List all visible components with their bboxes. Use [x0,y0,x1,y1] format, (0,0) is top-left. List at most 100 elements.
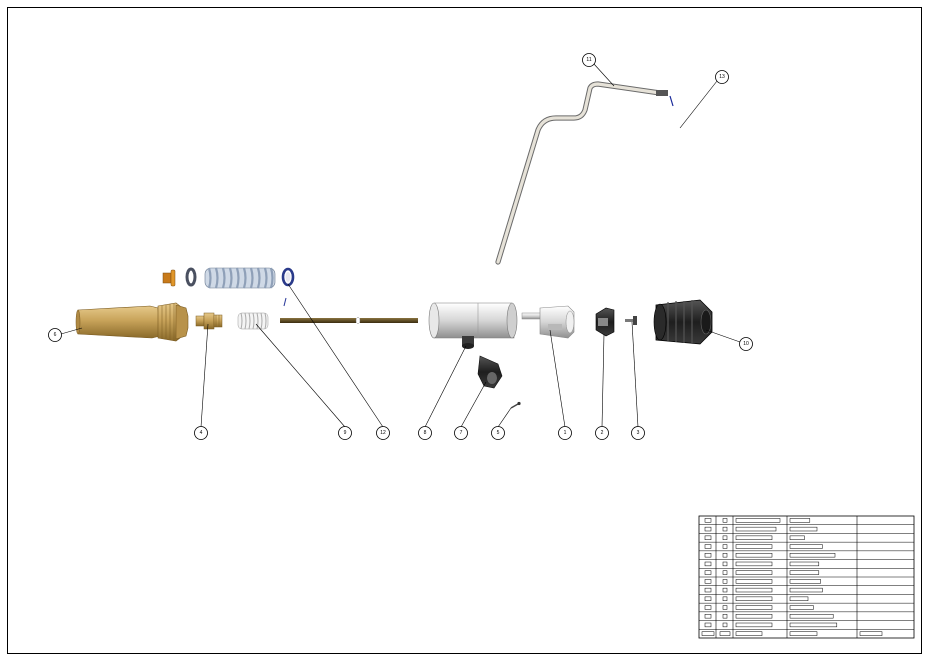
parts-list-material-cell [789,622,838,628]
callout-part-4: 4 [194,426,208,440]
exploded-parts [75,81,713,409]
parts-list-description-cell [735,544,773,549]
svg-text:5: 5 [497,430,500,436]
parts-list-description-cell [735,553,773,558]
parts-list-table [698,515,915,639]
parts-list-item-cell [704,622,712,628]
svg-text:2: 2 [601,430,604,436]
callout-part-9: 9 [338,426,352,440]
parts-list-description-cell [735,535,773,540]
callout-part-8: 8 [418,426,432,440]
parts-list-item-cell [704,570,712,575]
copper-fitting [162,269,176,287]
parts-list-description-cell [735,587,773,593]
parts-list-material-cell [789,561,820,567]
parts-list-description-cell [735,518,781,523]
parts-list-material-cell [789,605,814,610]
parts-list-item-cell [704,526,712,532]
parts-list-item-cell [704,605,712,610]
parts-list-qty-cell [722,561,728,567]
parts-list-qty-cell [722,553,728,558]
small-screw [625,316,637,325]
parts-list-qty-cell [722,596,728,601]
svg-text:3: 3 [637,430,640,436]
parts-list-description-cell [735,579,773,584]
parts-list-description-cell [735,614,773,619]
callout-part-6: 6 [48,328,62,342]
svg-text:6: 6 [54,332,57,338]
parts-list-item-cell [701,631,715,636]
parts-list-material-cell [789,570,820,575]
tiny-screw [510,401,521,409]
callout-part-12: 12 [376,426,390,440]
parts-list-qty-cell [722,614,728,619]
parts-list-qty-cell [722,526,728,532]
blue-seal-ring [281,267,295,307]
long-rod [280,317,418,324]
dark-clip [595,307,615,337]
dark-knob [477,355,503,389]
parts-list-qty-cell [722,587,728,593]
parts-list-qty-cell [722,579,728,584]
parts-list-qty-cell [722,518,728,523]
parts-list-material-cell [789,535,805,540]
callout-part-2: 2 [595,426,609,440]
parts-list-qty-cell [722,570,728,575]
parts-list-material-cell [789,553,836,558]
black-knurled-nut [653,299,713,345]
callout-balloons: 6 4 9 12 8 7 5 1 [48,53,753,440]
callout-part-5: 5 [491,426,505,440]
parts-list-material-cell [789,544,823,549]
parts-list-material-cell [789,587,823,593]
svg-text:1: 1 [564,430,567,436]
parts-list-material-cell [789,631,818,636]
svg-text:10: 10 [743,341,749,347]
parts-list-item-cell [704,587,712,593]
callout-part-3: 3 [631,426,645,440]
parts-list-item-cell [704,596,712,601]
brass-nozzle-body [75,302,189,342]
o-ring-small [185,267,197,287]
svg-text:13: 13 [719,74,725,80]
parts-list-material-cell [789,614,834,619]
leader-lines [60,63,741,428]
parts-list-remark-cell [859,631,883,636]
callout-part-7: 7 [454,426,468,440]
callout-part-10: 10 [739,337,753,351]
svg-text:12: 12 [380,430,386,436]
parts-list-material-cell [789,526,818,532]
parts-list-qty-cell [719,631,731,636]
parts-list-material-cell [789,579,821,584]
parts-list-description-cell [735,526,777,532]
parts-list-description-cell [735,561,773,567]
parts-list-description-cell [735,570,773,575]
svg-text:7: 7 [460,430,463,436]
parts-list-qty-cell [722,622,728,628]
parts-list-item-cell [704,518,712,523]
brass-threaded-fitting [195,312,223,330]
parts-list-item-cell [704,561,712,567]
parts-list-description-cell [735,631,763,636]
parts-list-item-cell [704,535,712,540]
parts-list-item-cell [704,544,712,549]
parts-list-description-cell [735,596,773,601]
bent-steel-tube [495,81,674,265]
parts-list-item-cell [704,614,712,619]
steel-adapter [521,305,575,339]
steel-tube-body [428,302,518,349]
svg-text:11: 11 [586,57,591,63]
callout-part-13: 13 [715,70,729,84]
parts-list-description-cell [735,605,773,610]
svg-text:8: 8 [424,430,427,436]
parts-list-description-cell [735,622,773,628]
svg-text:4: 4 [200,430,203,436]
sheet-border [7,7,922,654]
parts-list-material-cell [789,518,811,523]
parts-list-item-cell [704,553,712,558]
parts-list-material-cell [789,596,809,601]
spring-small [237,312,269,330]
parts-list-qty-cell [722,605,728,610]
parts-list-qty-cell [722,535,728,540]
parts-list-qty-cell [722,544,728,549]
